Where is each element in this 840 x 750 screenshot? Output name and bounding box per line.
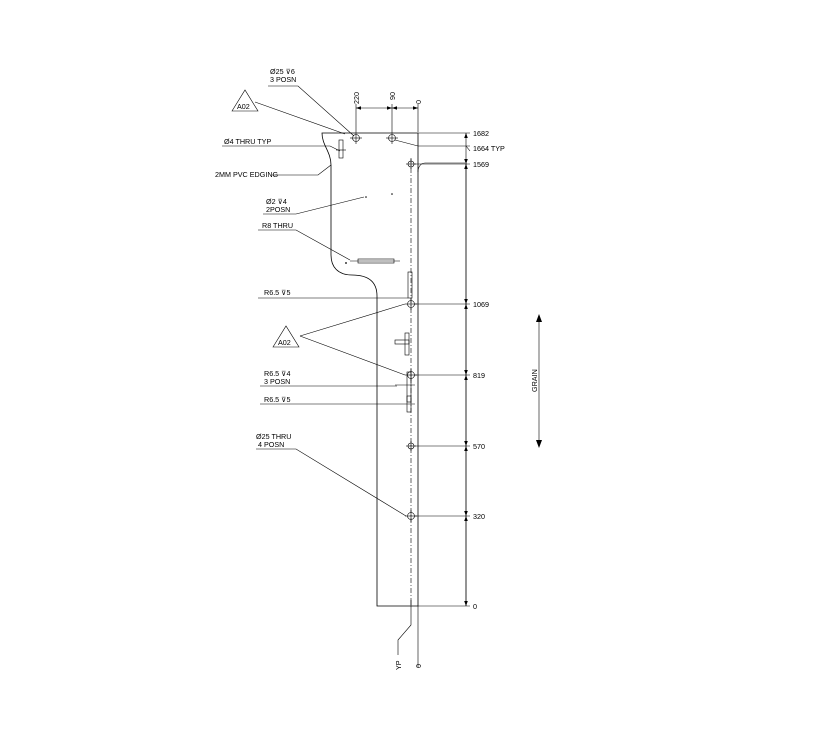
- callout-r65-depth5-b: R6.5 ⊽5: [264, 395, 290, 404]
- callout-hole25-thru-line1: Ø25 THRU: [256, 432, 291, 441]
- yp-label: YP: [394, 660, 403, 670]
- center-line: [397, 158, 419, 668]
- callout-r65-depth5-a: R6.5 ⊽5: [264, 288, 290, 297]
- callout-r65-depth4-line1: R6.5 ⊽4: [264, 369, 290, 378]
- revision-tag-top-label: A02: [237, 102, 250, 111]
- callout-pvc-edging: 2MM PVC EDGING: [215, 170, 279, 179]
- dim-0-top: 0: [414, 100, 423, 104]
- callout-r65-depth4-line2: 3 POSN: [264, 377, 290, 386]
- dim-570: 570: [473, 442, 485, 451]
- grain-label: GRAIN: [530, 369, 539, 392]
- dim-819: 819: [473, 371, 485, 380]
- right-dimension-lines: [394, 132, 471, 607]
- grain-arrow-icon: [536, 314, 542, 448]
- callout-hole2-depth4-line1: Ø2 ⊽4: [266, 197, 287, 206]
- revision-tag-mid-label: A02: [278, 338, 291, 347]
- revision-tag-top: A02: [231, 89, 259, 112]
- dim-320: 320: [473, 512, 485, 521]
- dim-0: 0: [473, 602, 477, 611]
- hole-markers: [350, 132, 417, 522]
- callout-r8-thru: R8 THRU: [262, 221, 293, 230]
- dim-1664-typ: 1664 TYP: [473, 144, 505, 153]
- dim-90: 90: [388, 92, 397, 100]
- callout-hole25-depth6-line1: Ø25 ⊽6: [270, 67, 295, 76]
- dim-0-bottom: 0: [414, 664, 423, 668]
- revision-tag-mid: A02: [272, 325, 300, 348]
- callout-hole25-thru-line2: 4 POSN: [258, 440, 284, 449]
- callout-hole25-depth6-line2: 3 POSN: [270, 75, 296, 84]
- hole-top-mid: [386, 132, 398, 144]
- hole-top-left: [350, 132, 362, 144]
- callout-hole2-depth4-line2: 2POSN: [266, 205, 290, 214]
- dim-1069: 1069: [473, 300, 489, 309]
- slot-features: [336, 139, 415, 413]
- dim-1569: 1569: [473, 160, 489, 169]
- dim-220: 220: [352, 92, 361, 104]
- leader-lines: [222, 85, 408, 517]
- callout-thru-4-typ: Ø4 THRU TYP: [224, 137, 271, 146]
- dim-1682: 1682: [473, 129, 489, 138]
- top-dimension-lines: [355, 104, 419, 132]
- panel-outline: [321, 132, 467, 607]
